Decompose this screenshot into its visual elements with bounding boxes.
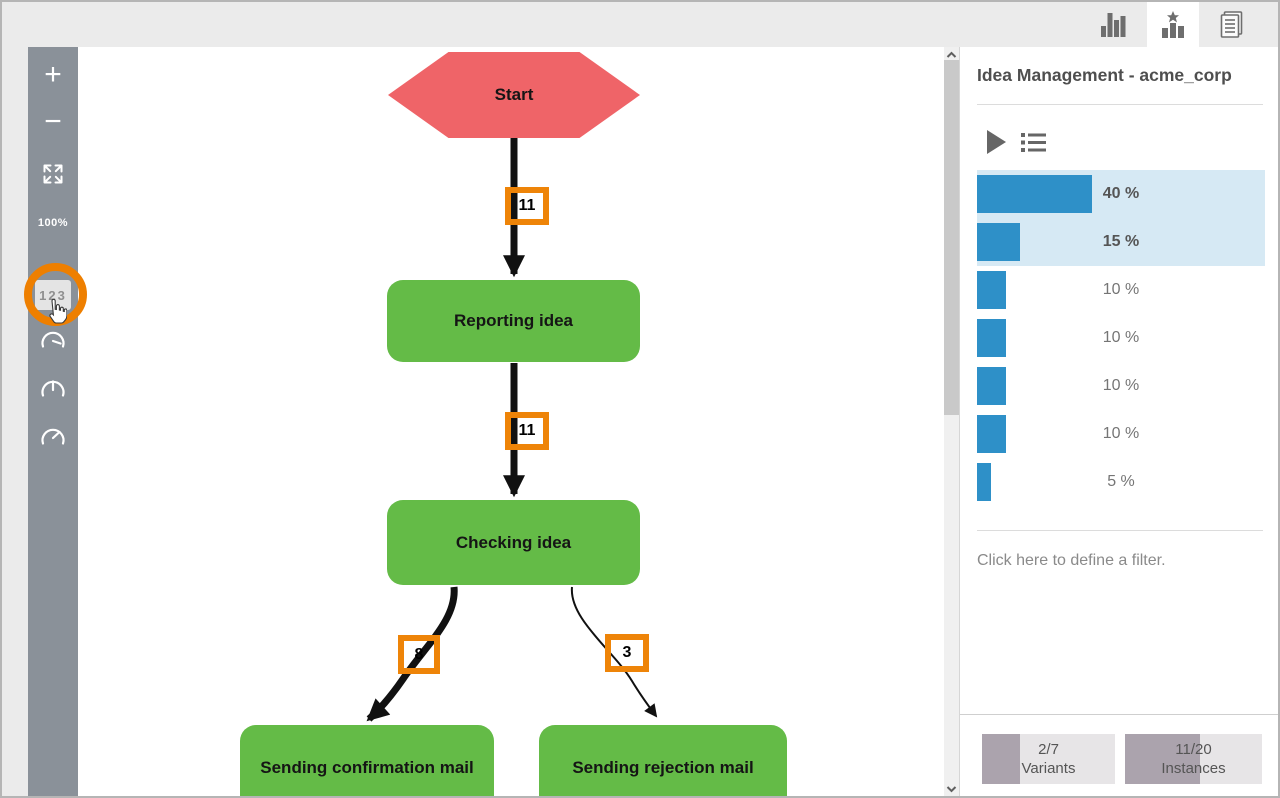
variants-value: 2/7 (1038, 741, 1059, 758)
divider (977, 104, 1263, 105)
tab-report[interactable] (1205, 2, 1257, 47)
variant-frequency-bar (977, 175, 1092, 213)
variant-frequency-bar (977, 463, 992, 501)
divider (960, 714, 1278, 715)
node-label: Reporting idea (453, 311, 573, 330)
variant-frequency-bar (977, 319, 1006, 357)
variant-row[interactable]: 10 % (977, 266, 1265, 314)
variant-list-button[interactable] (1021, 132, 1047, 153)
variant-percent-label: 10 % (1102, 329, 1140, 346)
panel-divider (959, 47, 960, 796)
variant-list: 40 % 15 % 10 % 10 % 10 % 10 % 5 % (977, 170, 1265, 506)
variant-percent-label: 10 % (1102, 281, 1140, 298)
variant-row[interactable]: 40 % (977, 170, 1265, 218)
variant-explorer-panel: Idea Management - acme_corp 40 % 15 % 10 %… (960, 47, 1278, 796)
variant-frequency-bar (977, 271, 1006, 309)
variant-percent-label: 10 % (1102, 425, 1140, 442)
variant-chart-star-icon (1162, 10, 1184, 38)
scroll-down-icon[interactable] (946, 785, 957, 793)
filter-hint-link[interactable]: Click here to define a filter. (977, 552, 1166, 569)
bar-chart-icon (1101, 13, 1126, 37)
variant-percent-label: 10 % (1102, 377, 1140, 394)
gauge-needle-up-icon (41, 380, 65, 397)
case-frequency-button[interactable]: 123 (35, 280, 71, 310)
scrollbar-thumb[interactable] (944, 60, 959, 415)
variant-frequency-bar (977, 415, 1006, 453)
variants-fill (982, 734, 1020, 784)
node-sending-rejection-mail[interactable]: Sending rejection mail (539, 725, 787, 796)
variant-percent-label: 40 % (1102, 185, 1140, 202)
variant-percent-label: 15 % (1102, 233, 1140, 250)
node-label: Checking idea (455, 532, 572, 552)
top-tab-bar (2, 2, 1278, 47)
performance-gauge-high-button[interactable] (39, 425, 67, 454)
document-icon (1220, 10, 1243, 38)
zoom-level-label: 100% (37, 217, 69, 229)
variants-label: Variants (1021, 760, 1076, 777)
play-animation-button[interactable] (986, 129, 1007, 155)
node-label: Start (494, 85, 534, 104)
canvas-toolbar: + − 100% 123 (28, 47, 78, 796)
zoom-out-button[interactable]: − (44, 105, 62, 138)
edge-count-checking-confirmation[interactable]: 8 (398, 635, 440, 674)
variant-row[interactable]: 5 % (977, 458, 1265, 506)
performance-gauge-low-button[interactable] (39, 328, 67, 357)
variant-frequency-bar (977, 223, 1021, 261)
tab-variant-explorer[interactable] (1147, 2, 1199, 47)
edge-count-start-reporting[interactable]: 11 (505, 187, 549, 225)
instances-label: Instances (1161, 760, 1226, 777)
variant-row[interactable]: 10 % (977, 362, 1265, 410)
scroll-up-icon[interactable] (946, 51, 957, 59)
instances-value: 11/20 (1175, 741, 1212, 758)
gauge-needle-right-icon (41, 331, 65, 348)
variant-row[interactable]: 10 % (977, 314, 1265, 362)
expand-arrows-icon (43, 164, 63, 184)
variant-row[interactable]: 15 % (977, 218, 1265, 266)
fit-to-screen-button[interactable] (28, 163, 78, 190)
tab-chart[interactable] (1088, 2, 1140, 47)
divider (977, 530, 1263, 531)
node-sending-confirmation-mail[interactable]: Sending confirmation mail (240, 725, 494, 796)
performance-gauge-medium-button[interactable] (39, 377, 67, 406)
zoom-in-button[interactable]: + (44, 58, 62, 91)
node-checking-idea[interactable]: Checking idea (387, 500, 640, 585)
instances-count-indicator: 11/20 Instances (1125, 734, 1262, 784)
canvas-scrollbar[interactable] (944, 47, 959, 796)
node-reporting-idea[interactable]: Reporting idea (387, 280, 640, 362)
node-start[interactable]: Start (388, 52, 640, 138)
node-label: Sending confirmation mail (260, 758, 474, 777)
variant-frequency-bar (977, 367, 1006, 405)
gauge-needle-upright-icon (41, 428, 65, 445)
edge-count-reporting-checking[interactable]: 11 (505, 412, 549, 450)
node-label: Sending rejection mail (572, 758, 754, 777)
variant-row[interactable]: 10 % (977, 410, 1265, 458)
instances-fill (1125, 734, 1201, 784)
variant-percent-label: 5 % (1107, 473, 1135, 490)
edge-count-checking-rejection[interactable]: 3 (605, 634, 649, 672)
panel-title: Idea Management - acme_corp (977, 65, 1232, 85)
variants-count-indicator: 2/7 Variants (982, 734, 1115, 784)
process-canvas[interactable]: Start Reporting idea Checking idea Sendi… (78, 47, 944, 796)
